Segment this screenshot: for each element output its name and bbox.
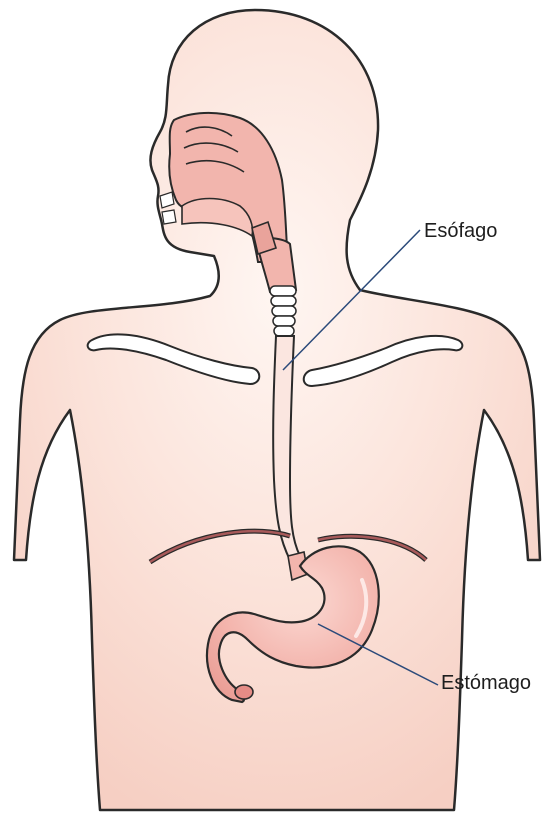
trachea-rings: [270, 286, 296, 336]
esophagus-label: Esófago: [424, 221, 497, 241]
duodenum-opening: [235, 685, 253, 699]
stomach-label: Estómago: [441, 673, 531, 693]
